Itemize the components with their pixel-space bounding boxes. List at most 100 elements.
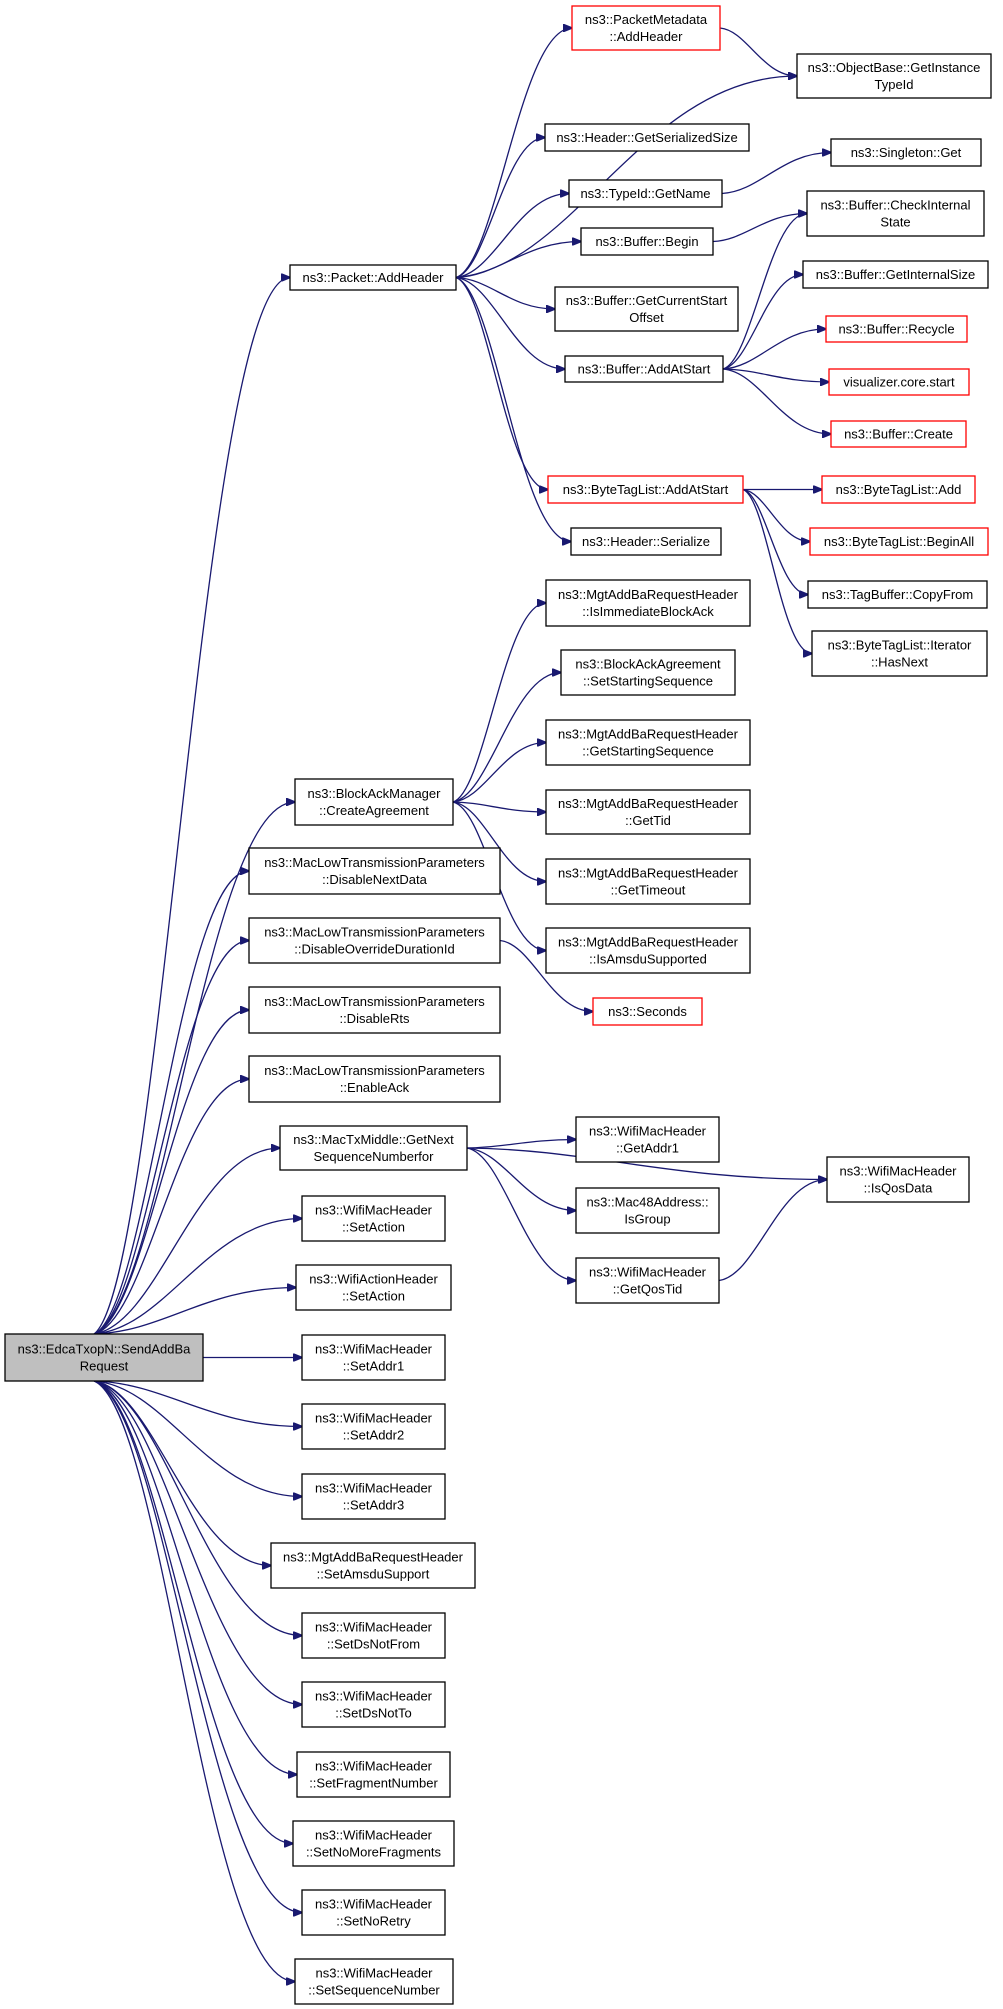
node-box: [301, 1612, 446, 1659]
node-wifimacheader_setdsnotfrom[interactable]: ns3::WifiMacHeader::SetDsNotFrom: [301, 1612, 446, 1659]
node-mltp_disablenextdata[interactable]: ns3::MacLowTransmissionParameters::Disab…: [248, 847, 501, 895]
node-buffer_create[interactable]: ns3::Buffer::Create: [830, 420, 967, 448]
node-wifimacheader_setnoretry[interactable]: ns3::WifiMacHeader::SetNoRetry: [301, 1889, 446, 1936]
node-box: [802, 260, 989, 289]
node-label-line: ::SetAddr1: [343, 1359, 404, 1374]
node-label-line: ::GetTimeout: [611, 883, 686, 898]
edge-root-to-wifimacheader_setnomorefragments: [93, 1380, 293, 1844]
node-label-line: ns3::Header::GetSerializedSize: [556, 130, 737, 145]
node-pm_addheader[interactable]: ns3::PacketMetadata::AddHeader: [571, 5, 721, 51]
node-seconds[interactable]: ns3::Seconds: [592, 997, 703, 1026]
node-wifimacheader_getaddr1[interactable]: ns3::WifiMacHeader::GetAddr1: [575, 1116, 720, 1163]
edge-root-to-wifimacheader_setdsnotfrom: [93, 1380, 302, 1636]
node-typeid_getname[interactable]: ns3::TypeId::GetName: [568, 179, 723, 208]
node-box: [301, 1473, 446, 1520]
edge-root-to-blockackmanager_createagreement: [93, 802, 295, 1335]
node-mactxmiddle_getnextsequencenumberfor[interactable]: ns3::MacTxMiddle::GetNextSequenceNumberf…: [279, 1125, 468, 1171]
node-label-line: ::HasNext: [871, 655, 928, 670]
edge-buffer_addatstart-to-buffer_recycle: [722, 329, 826, 370]
node-tagbuffer_copyfrom[interactable]: ns3::TagBuffer::CopyFrom: [807, 580, 988, 609]
edge-buffer_addatstart-to-buffer_getinternalsize: [722, 275, 803, 370]
node-mgt_getstartingsequence[interactable]: ns3::MgtAddBaRequestHeader::GetStartingS…: [545, 719, 751, 766]
node-box: [295, 1264, 452, 1311]
node-label-line: ns3::EdcaTxopN::SendAddBa: [18, 1342, 191, 1357]
node-box: [545, 789, 751, 835]
node-bytetaglist_add[interactable]: ns3::ByteTagList::Add: [821, 475, 976, 504]
node-label-line: ns3::BlockAckManager: [308, 786, 442, 801]
node-label-line: ::IsQosData: [864, 1181, 933, 1196]
node-singleton_get[interactable]: ns3::Singleton::Get: [830, 138, 982, 167]
node-bytetaglist_addatstart[interactable]: ns3::ByteTagList::AddAtStart: [547, 475, 744, 504]
node-mltp_disablerts[interactable]: ns3::MacLowTransmissionParameters::Disab…: [248, 986, 501, 1034]
node-mgt_gettid[interactable]: ns3::MgtAddBaRequestHeader::GetTid: [545, 789, 751, 835]
node-label-line: ns3::Buffer::CheckInternal: [820, 198, 970, 213]
node-wifimacheader_setnomorefragments[interactable]: ns3::WifiMacHeader::SetNoMoreFragments: [292, 1820, 455, 1867]
node-wifimacheader_setaction[interactable]: ns3::WifiMacHeader::SetAction: [301, 1195, 446, 1242]
node-label-line: ns3::Seconds: [608, 1004, 687, 1019]
edge-blockackmanager_createagreement-to-mgt_gettimeout: [452, 801, 546, 882]
node-buffer_getinternalsize[interactable]: ns3::Buffer::GetInternalSize: [802, 260, 989, 289]
node-buffer_recycle[interactable]: ns3::Buffer::Recycle: [825, 315, 968, 343]
node-wifimacheader_setaddr2[interactable]: ns3::WifiMacHeader::SetAddr2: [301, 1403, 446, 1450]
node-wifimacheader_setsequencenumber[interactable]: ns3::WifiMacHeader::SetSequenceNumber: [294, 1958, 454, 2005]
node-label-line: ns3::WifiMacHeader: [315, 1759, 433, 1774]
node-label-line: ::SetAddr3: [343, 1498, 404, 1513]
node-mgt_gettimeout[interactable]: ns3::MgtAddBaRequestHeader::GetTimeout: [545, 858, 751, 905]
edge-packet_addheader-to-pm_addheader: [455, 28, 572, 279]
node-wifimacheader_setaddr1[interactable]: ns3::WifiMacHeader::SetAddr1: [301, 1334, 446, 1381]
node-label-line: ::IsAmsduSupported: [589, 952, 707, 967]
node-packet_addheader[interactable]: ns3::Packet::AddHeader: [289, 264, 457, 291]
node-label-line: ns3::MacLowTransmissionParameters: [264, 1063, 485, 1078]
node-label-line: ns3::ByteTagList::Iterator: [828, 638, 972, 653]
node-label-line: ::SetAmsduSupport: [317, 1567, 430, 1582]
node-box: [825, 315, 968, 343]
node-blockackagreement_setstartingsequence[interactable]: ns3::BlockAckAgreement::SetStartingSeque…: [560, 649, 736, 696]
edge-root-to-wifimacheader_setfragmentnumber: [93, 1380, 297, 1775]
node-bytetaglist_iterator_hasnext[interactable]: ns3::ByteTagList::Iterator::HasNext: [811, 630, 988, 677]
edge-packet_addheader-to-buffer_addatstart: [455, 276, 565, 370]
node-mltp_disableoverridedurationid[interactable]: ns3::MacLowTransmissionParameters::Disab…: [248, 917, 501, 964]
node-box: [301, 1403, 446, 1450]
node-label-line: ::SetNoMoreFragments: [306, 1845, 442, 1860]
node-wifiactionheader_setaction[interactable]: ns3::WifiActionHeader::SetAction: [295, 1264, 452, 1311]
node-wifimacheader_setdsnotto[interactable]: ns3::WifiMacHeader::SetDsNotTo: [301, 1681, 446, 1728]
node-bytetaglist_beginall[interactable]: ns3::ByteTagList::BeginAll: [809, 527, 989, 556]
node-label-line: ::GetTid: [625, 813, 671, 828]
node-header_serialize[interactable]: ns3::Header::Serialize: [570, 527, 722, 556]
node-label-line: ns3::Buffer::GetCurrentStart: [566, 293, 728, 308]
node-label-line: ::DisableNextData: [322, 872, 428, 887]
edge-packet_addheader-to-header_getserializedsize: [455, 138, 545, 279]
node-box: [560, 649, 736, 696]
edge-root-to-wifimacheader_setnoretry: [93, 1380, 302, 1913]
node-mgt_isimmediateblockack[interactable]: ns3::MgtAddBaRequestHeader::IsImmediateB…: [545, 579, 751, 627]
node-visualizer_core_start[interactable]: visualizer.core.start: [828, 368, 970, 396]
node-label-line: ns3::TagBuffer::CopyFrom: [822, 587, 974, 602]
node-wifimacheader_setaddr3[interactable]: ns3::WifiMacHeader::SetAddr3: [301, 1473, 446, 1520]
node-box: [554, 286, 739, 332]
node-blockackmanager_createagreement[interactable]: ns3::BlockAckManager::CreateAgreement: [294, 778, 454, 826]
node-wifimacheader_setfragmentnumber[interactable]: ns3::WifiMacHeader::SetFragmentNumber: [296, 1751, 451, 1798]
node-label-line: ::DisableOverrideDurationId: [294, 942, 454, 957]
node-mgt_setamsdusupport[interactable]: ns3::MgtAddBaRequestHeader::SetAmsduSupp…: [270, 1542, 476, 1589]
node-wifimacheader_isqosdata[interactable]: ns3::WifiMacHeader::IsQosData: [826, 1156, 970, 1203]
node-mltp_enableack[interactable]: ns3::MacLowTransmissionParameters::Enabl…: [248, 1055, 501, 1103]
node-mgt_isamsdusupported[interactable]: ns3::MgtAddBaRequestHeader::IsAmsduSuppo…: [545, 927, 751, 974]
node-label-line: ns3::Mac48Address::: [586, 1195, 708, 1210]
node-buffer_begin[interactable]: ns3::Buffer::Begin: [580, 227, 714, 256]
node-label-line: IsGroup: [624, 1212, 670, 1227]
node-label-line: ns3::WifiMacHeader: [315, 1203, 433, 1218]
node-buffer_addatstart[interactable]: ns3::Buffer::AddAtStart: [564, 355, 724, 383]
node-mac48address_isgroup[interactable]: ns3::Mac48Address::IsGroup: [575, 1187, 720, 1234]
edge-mactxmiddle_getnextsequencenumberfor-to-wifimacheader_isqosdata: [466, 1147, 827, 1180]
edge-bytetaglist_addatstart-to-bytetaglist_iterator_hasnext: [742, 488, 812, 654]
node-label-line: ::AddHeader: [610, 29, 684, 44]
node-wifimacheader_getqostid[interactable]: ns3::WifiMacHeader::GetQosTid: [575, 1257, 720, 1304]
node-header_getserializedsize[interactable]: ns3::Header::GetSerializedSize: [544, 123, 750, 152]
node-box: [545, 719, 751, 766]
edge-blockackmanager_createagreement-to-mgt_gettid: [452, 801, 546, 812]
node-label-line: ::GetAddr1: [616, 1141, 679, 1156]
